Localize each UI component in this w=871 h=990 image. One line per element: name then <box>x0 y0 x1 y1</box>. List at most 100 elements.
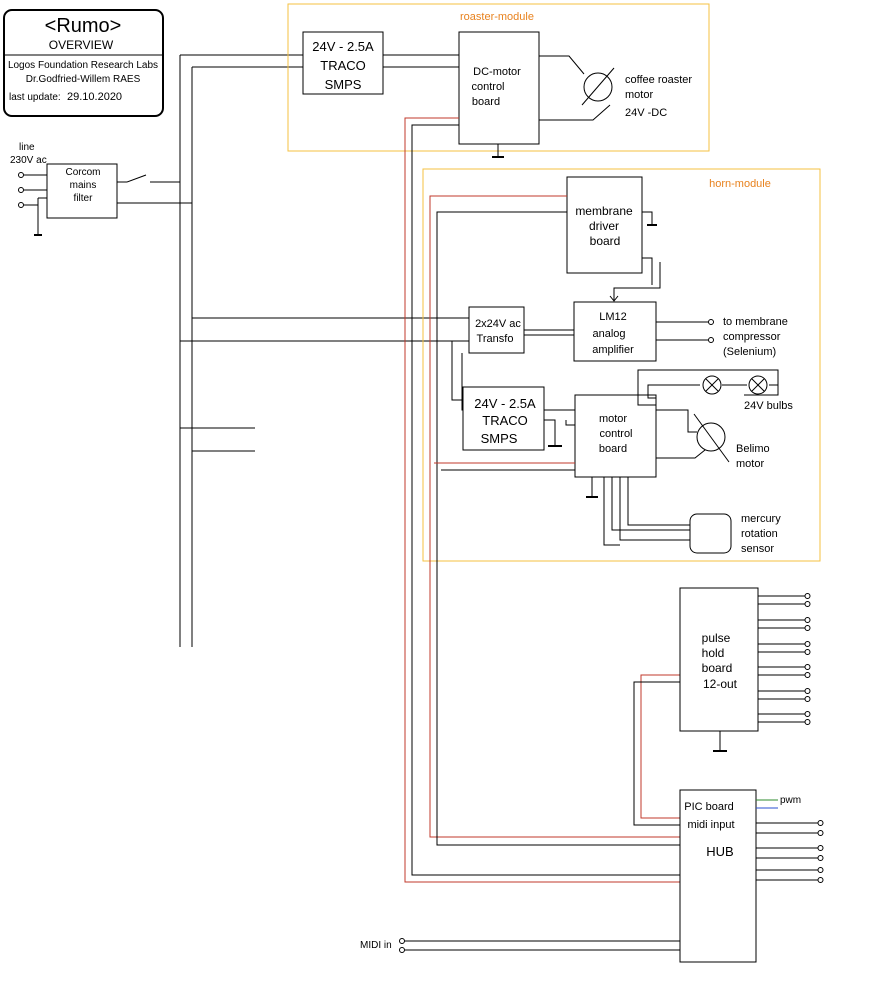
lm12-label-3: amplifier <box>592 344 634 356</box>
diagram-subtitle: OVERVIEW <box>49 38 114 52</box>
pulse-output-7-terminal <box>804 664 811 670</box>
mains-filter-label-2: mains <box>70 180 97 191</box>
mains-filter-label-1: Corcom <box>65 167 100 178</box>
roaster-psu-label-3: SMPS <box>325 77 362 92</box>
roaster-psu-label-2: TRACO <box>320 58 366 73</box>
dc-motor-board-label-1: DC-motor <box>473 66 521 78</box>
roaster-psu-box <box>302 31 384 95</box>
lm12-label-2: analog <box>592 328 625 340</box>
belimo-label-2: motor <box>736 458 764 470</box>
dc-motor-board-label-3: board <box>472 96 500 108</box>
horn-psu-label-3: SMPS <box>481 431 518 446</box>
belimo-motor-icon <box>693 413 730 463</box>
pulse-output-3-terminal <box>804 617 811 623</box>
midi-input: MIDI in <box>360 938 680 953</box>
diagram-title: <Rumo> <box>45 15 122 37</box>
roaster-motor-label-1: coffee roaster <box>625 74 692 86</box>
pulse-hold-board-box <box>679 587 759 732</box>
pulse-output-1-terminal <box>804 593 811 599</box>
pulse-output-11-terminal <box>804 711 811 717</box>
transfo-label-2: Transfo <box>477 333 514 345</box>
membrane-driver-label-3: board <box>590 234 621 248</box>
pulse-output-4-terminal <box>804 625 811 631</box>
hub-output-3-terminal <box>817 845 824 851</box>
pulse-output-12-terminal <box>804 719 811 725</box>
roaster-module-label: roaster-module <box>460 11 534 23</box>
power-bus <box>179 54 469 647</box>
compressor-label-3: (Selenium) <box>723 346 776 358</box>
pulse-output-5-terminal <box>804 641 811 647</box>
organization-name: Logos Foundation Research Labs <box>8 60 158 71</box>
sensor-label-2: rotation <box>741 528 778 540</box>
sensor-label-3: sensor <box>741 543 774 555</box>
hub-name-label: HUB <box>706 844 733 859</box>
hub-signal-bus <box>404 117 680 883</box>
pulse-output-2-terminal <box>804 601 811 607</box>
horn-psu-box <box>462 386 545 451</box>
sensor-label-1: mercury <box>741 513 781 525</box>
roaster-psu-label-1: 24V - 2.5A <box>312 39 374 54</box>
bulb-icon-1 <box>702 375 722 395</box>
mains-filter-box <box>46 163 118 219</box>
author-name: Dr.Godfried-Willem RAES <box>26 74 141 85</box>
hub-label-2: midi input <box>687 819 734 831</box>
pulse-board-label-4: 12-out <box>703 677 738 691</box>
dc-motor-control-board-box <box>458 31 540 145</box>
hub-output-2-terminal <box>817 830 824 836</box>
membrane-driver-box <box>566 176 643 274</box>
membrane-driver-label-1: membrane <box>575 204 633 218</box>
roaster-module: roaster-module 24V - 2.5A TRACO SMPS DC-… <box>287 3 710 158</box>
hub-outputs <box>756 820 824 883</box>
horn-psu-label-1: 24V - 2.5A <box>474 396 536 411</box>
lm12-amplifier-box <box>573 301 657 362</box>
pulse-output-10-terminal <box>804 696 811 702</box>
update-label: last update: <box>9 92 61 103</box>
belimo-label-1: Belimo <box>736 443 770 455</box>
pulse-board-label-3: board <box>702 661 733 675</box>
hub-label-1: PIC board <box>684 801 734 813</box>
hub-output-1-terminal <box>817 820 824 826</box>
bulbs-label: 24V bulbs <box>744 400 793 412</box>
mains-input: line 230V ac Corcom mains filter <box>10 142 192 236</box>
pulse-board-label-2: hold <box>702 646 725 660</box>
compressor-label-1: to membrane <box>723 316 788 328</box>
lm12-label-1: LM12 <box>599 311 627 323</box>
bulb-icon-2 <box>748 375 768 395</box>
transfo-box <box>468 306 525 354</box>
pic-hub: PIC board midi input HUB pwm <box>679 789 824 963</box>
membrane-driver-label-2: driver <box>589 219 619 233</box>
title-block: <Rumo> OVERVIEW Logos Foundation Researc… <box>3 9 164 117</box>
pulse-output-9-terminal <box>804 688 811 694</box>
roaster-motor-label-3: 24V -DC <box>625 107 667 119</box>
horn-module: horn-module membrane driver board 2x24V … <box>422 168 821 562</box>
pulse-board-label-1: pulse <box>702 631 731 645</box>
motor-board-label-2: control <box>599 428 632 440</box>
voltage-label: 230V ac <box>10 155 47 166</box>
pulse-hold-board: pulse hold board 12-out <box>679 587 811 752</box>
midi-in-label: MIDI in <box>360 940 392 951</box>
horn-module-label: horn-module <box>709 178 771 190</box>
mains-switch <box>126 174 147 183</box>
mercury-sensor-box <box>689 513 732 554</box>
motor-board-label-1: motor <box>599 413 627 425</box>
hub-box <box>679 789 757 963</box>
transfo-label-1: 2x24V ac <box>475 318 521 330</box>
line-label: line <box>19 142 35 153</box>
roaster-motor-icon <box>581 67 615 106</box>
pulse-output-6-terminal <box>804 649 811 655</box>
update-date: 29.10.2020 <box>67 91 122 103</box>
hub-output-6-terminal <box>817 877 824 883</box>
mains-filter-label-3: filter <box>74 193 94 204</box>
motor-control-board-box <box>574 394 657 478</box>
hub-output-4-terminal <box>817 855 824 861</box>
horn-psu-label-2: TRACO <box>482 413 528 428</box>
roaster-motor-label-2: motor <box>625 89 653 101</box>
pulse-output-8-terminal <box>804 672 811 678</box>
pwm-label: pwm <box>780 795 801 806</box>
dc-motor-board-label-2: control <box>471 81 504 93</box>
hub-output-5-terminal <box>817 867 824 873</box>
pulse-outputs <box>758 593 811 725</box>
motor-board-label-3: board <box>599 443 627 455</box>
compressor-label-2: compressor <box>723 331 781 343</box>
